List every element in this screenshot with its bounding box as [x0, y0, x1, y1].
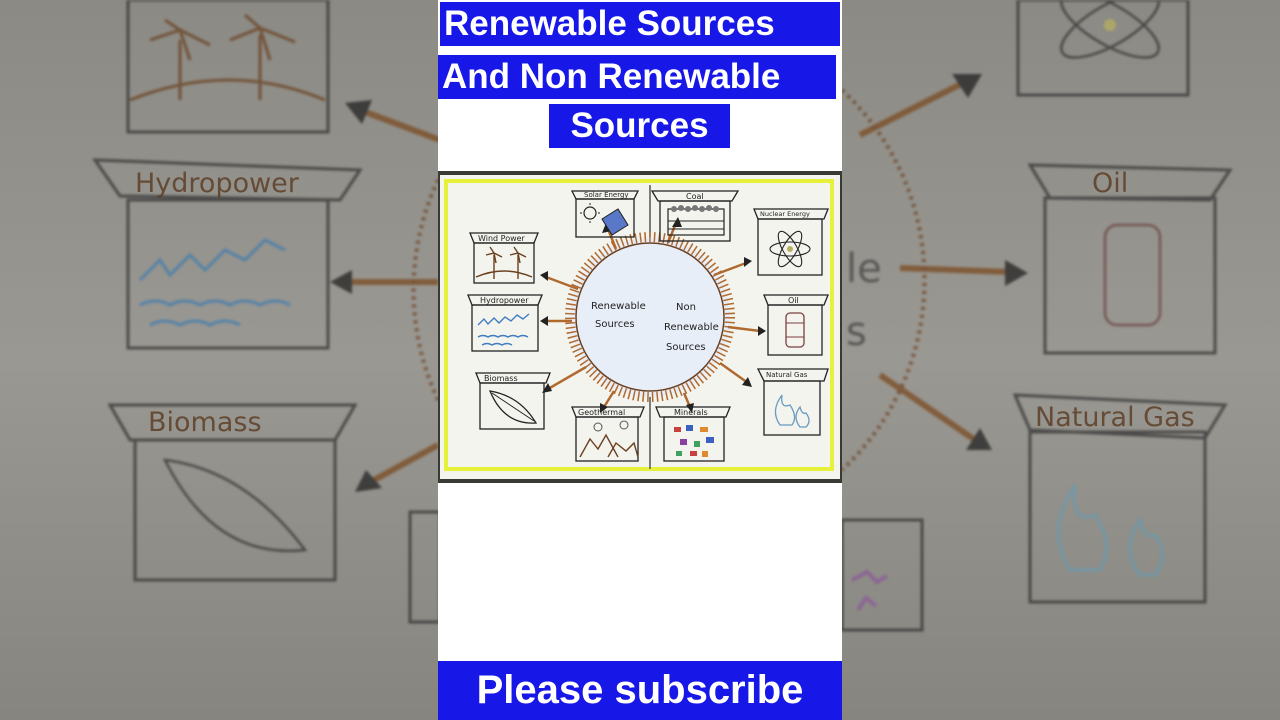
svg-text:s: s [846, 309, 867, 355]
label-oil: Oil [788, 296, 799, 305]
label-coal: Coal [686, 192, 704, 201]
bg-label-hydropower: Hydropower [135, 168, 299, 199]
center-nonrenewable-line2: Renewable [664, 322, 719, 333]
center-nonrenewable-line1: Non [676, 302, 696, 313]
title-line-3: Sources [549, 104, 730, 148]
bg-label-oil: Oil [1092, 168, 1129, 199]
bg-label-natural-gas: Natural Gas [1035, 402, 1195, 433]
label-natural-gas: Natural Gas [766, 371, 808, 379]
label-nuclear-energy: Nuclear Energy [760, 210, 810, 218]
center-renewable-line1: Renewable [591, 301, 646, 312]
label-geothermal: Geothermal [578, 408, 626, 417]
video-column: Renewable Sources And Non Renewable Sour… [438, 0, 842, 720]
center-nonrenewable-line3: Sources [666, 342, 706, 353]
label-biomass: Biomass [484, 374, 518, 383]
subscribe-banner[interactable]: Please subscribe [438, 661, 842, 720]
title-line-1: Renewable Sources [440, 2, 840, 46]
poster-drawing [444, 179, 834, 471]
title-line-2: And Non Renewable [438, 55, 836, 99]
label-solar-energy: Solar Energy [584, 191, 629, 199]
center-renewable-line2: Sources [595, 319, 635, 330]
label-hydropower: Hydropower [480, 296, 529, 305]
bg-label-biomass: Biomass [148, 407, 262, 438]
poster-image: Solar Energy Wind Power Hydropower Bioma… [438, 171, 842, 483]
svg-text:le: le [846, 246, 882, 292]
label-minerals: Minerals [674, 408, 708, 417]
label-wind-power: Wind Power [478, 234, 525, 243]
